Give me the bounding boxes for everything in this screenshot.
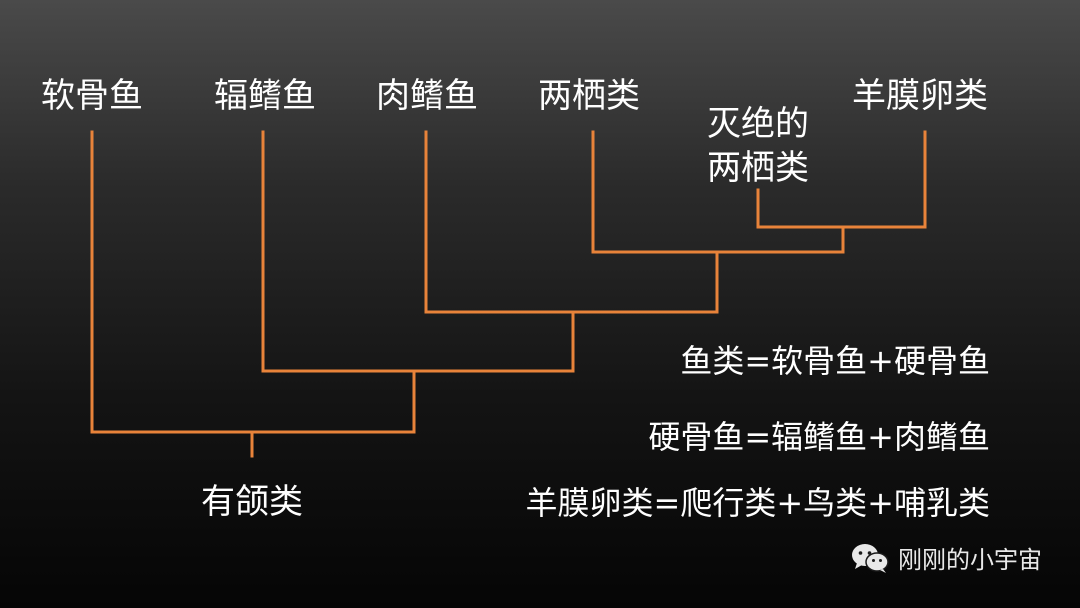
taxon-amniotes: 羊膜卵类 <box>852 76 988 116</box>
watermark: 刚刚的小宇宙 <box>850 540 1042 575</box>
taxon-amphibians: 两栖类 <box>538 76 640 116</box>
wechat-icon <box>852 543 889 573</box>
equation-bony-fish: 硬骨鱼=辐鳍鱼+肉鳍鱼 <box>648 418 990 456</box>
equation-fish: 鱼类=软骨鱼+硬骨鱼 <box>680 342 990 380</box>
taxon-ray-finned-fish: 辐鳍鱼 <box>214 76 316 116</box>
taxon-lobe-finned-fish: 肉鳍鱼 <box>376 76 478 116</box>
equation-amniotes: 羊膜卵类=爬行类+鸟类+哺乳类 <box>525 484 990 522</box>
taxon-extinct-amphibians-line1: 灭绝的 <box>707 104 809 144</box>
watermark-text: 刚刚的小宇宙 <box>898 546 1042 574</box>
root-label: 有颌类 <box>201 482 303 522</box>
taxon-extinct-amphibians-line2: 两栖类 <box>707 148 809 188</box>
taxon-extinct-amphibians: 灭绝的 两栖类 <box>707 102 809 190</box>
taxon-cartilaginous-fish: 软骨鱼 <box>41 76 143 116</box>
